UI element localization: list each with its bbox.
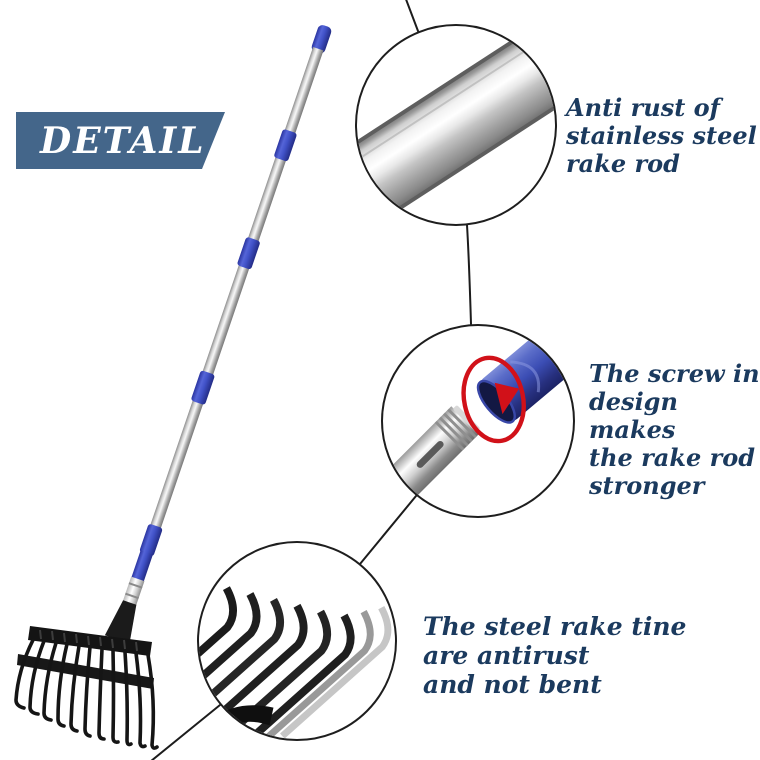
- leader-line-rod-to-screw: [466, 224, 472, 325]
- screw-threads: [434, 408, 477, 451]
- note-line: the rake rod: [589, 443, 756, 472]
- rotation-arrowhead: [494, 382, 520, 415]
- callout-circle-screw: [381, 324, 575, 518]
- callout-circle-rod: [355, 24, 557, 226]
- note-line: are antirust: [423, 641, 590, 670]
- note-line: stronger: [589, 471, 705, 500]
- handle-top-cap: [311, 25, 332, 54]
- note-line: The steel rake tine: [423, 612, 687, 641]
- note-line: stainless steel: [566, 121, 757, 150]
- screw-rod-slot: [416, 440, 444, 468]
- tube-reflection-line: [357, 26, 555, 186]
- handle-collar-2: [237, 237, 260, 270]
- rake-head-slots: [39, 629, 138, 652]
- screw-joint-zoom: [383, 326, 573, 509]
- note-line: Anti rust of: [566, 93, 721, 122]
- rake-head: [14, 626, 159, 750]
- rake-tines-zoom: [199, 586, 392, 739]
- note-rod: Anti rust of stainless steel rake rod: [566, 94, 757, 178]
- steel-rod-zoom: [357, 26, 555, 224]
- leader-line-top: [405, 0, 419, 32]
- note-line: The screw in: [589, 359, 760, 388]
- note-line: rake rod: [566, 149, 680, 178]
- handle-collar-3: [191, 370, 215, 405]
- note-line: design makes: [589, 387, 678, 444]
- ferrule-ring: [128, 582, 143, 589]
- handle-collar-4: [139, 524, 163, 556]
- callout-circle-tine: [197, 541, 397, 741]
- tube-edge-top: [357, 26, 555, 174]
- handle-steel-rod: [124, 46, 324, 604]
- socket-molding-line: [510, 360, 541, 393]
- rotation-arrow-icon: [461, 355, 526, 444]
- leader-line-tine: [150, 704, 221, 760]
- handle-socket: [104, 600, 137, 644]
- badge-label: DETAIL: [40, 119, 206, 162]
- detail-badge: DETAIL: [16, 112, 225, 169]
- handle-grip-blue: [130, 550, 153, 583]
- steel-tube: [357, 26, 555, 224]
- leader-line-screw-to-tine: [359, 495, 417, 565]
- rake-handle: [104, 25, 332, 644]
- tube-edge-bottom: [357, 76, 555, 224]
- handle-collar-1: [274, 129, 297, 162]
- handle-ferrule: [122, 576, 145, 607]
- zoom-tines: [199, 586, 392, 739]
- leader-lines: [150, 0, 472, 760]
- note-tine: The steel rake tine are antirust and not…: [423, 612, 686, 699]
- rake-tines: [14, 638, 159, 750]
- ferrule-ring: [125, 592, 139, 600]
- note-screw: The screw in design makes the rake rod s…: [589, 360, 760, 500]
- rake-head-bar-top: [28, 626, 152, 656]
- note-line: and not bent: [423, 670, 602, 699]
